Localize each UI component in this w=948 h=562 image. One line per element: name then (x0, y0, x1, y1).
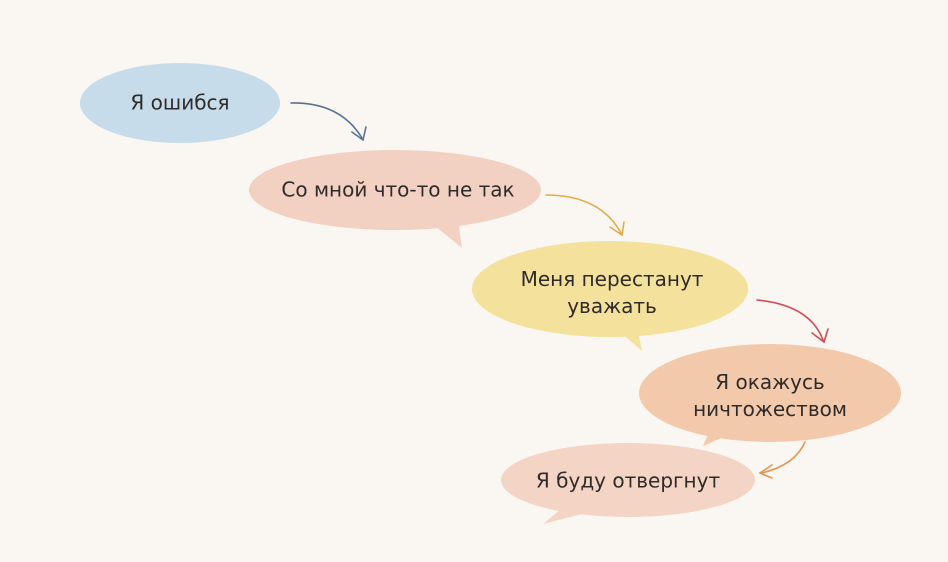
bubble-4-line-2: ничтожеством (693, 397, 847, 421)
arrow-2-to-3 (545, 194, 625, 237)
bubble-3-line-1: Меня перестанут (520, 267, 704, 291)
bubble-5-shape (501, 443, 755, 524)
bubble-5-text: Я буду отвергнут (535, 468, 721, 493)
arrow-3-to-4 (756, 299, 829, 344)
bubble-4-shape (639, 344, 901, 446)
bubble-4-text: Я окажусь ничтожеством (693, 369, 847, 423)
bubble-3-shape (472, 241, 748, 351)
bubble-4-line-1: Я окажусь (715, 370, 825, 394)
bubble-2-shape (249, 150, 541, 248)
arrow-1-to-2 (290, 102, 367, 142)
bubble-3-text: Меня перестанут уважать (521, 266, 704, 320)
bubble-1-text: Я ошибся (130, 90, 230, 115)
bubble-3-line-2: уважать (567, 294, 657, 318)
arrow-4-to-5 (758, 441, 806, 479)
bubble-1-shape (80, 63, 280, 143)
bubble-2-text: Со мной что-то не так (281, 177, 515, 202)
